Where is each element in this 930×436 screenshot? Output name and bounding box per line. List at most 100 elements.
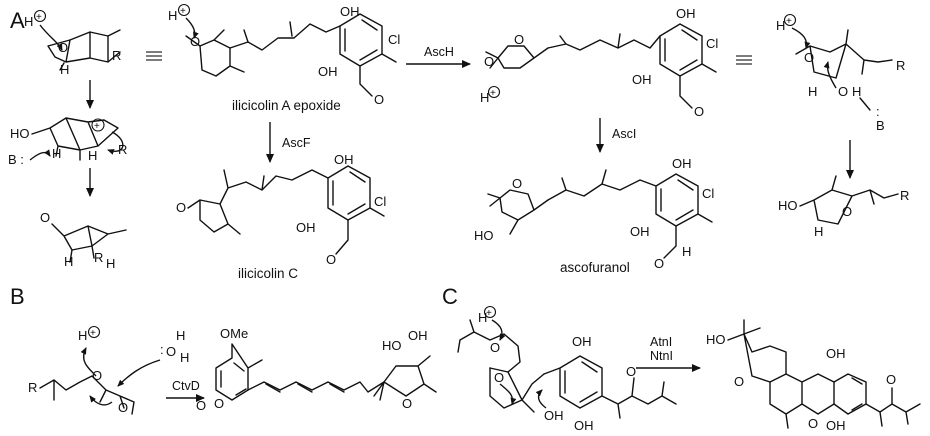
- equivalence-sign: [146, 51, 162, 61]
- hydroxyl-label: OH: [318, 64, 338, 79]
- ring-o: O: [512, 176, 522, 191]
- curved-arrow: [791, 27, 811, 49]
- plus-circle-icon: [33, 9, 47, 23]
- hydroxyl-label: OH: [296, 220, 316, 235]
- ketone-o: O: [40, 210, 50, 225]
- methoxy-label: OMe: [220, 326, 248, 341]
- plus-circle-icon: [483, 305, 497, 319]
- ketone-o: O: [886, 372, 896, 387]
- enzyme-label-asch: AscH: [424, 45, 454, 59]
- hydroxyl-label: HO: [474, 228, 494, 243]
- hydroxyl-label: OH: [334, 152, 354, 167]
- hydroxyl-label: OH: [574, 418, 594, 433]
- hydroxyl-label: OH: [408, 328, 428, 343]
- enzyme-label-ntni: NtnI: [650, 349, 673, 363]
- h-label: H: [180, 350, 189, 365]
- h-label: H: [852, 84, 861, 99]
- compound-name-ilicicolin-c: ilicicolin C: [238, 266, 298, 281]
- epoxide-o: O: [484, 54, 494, 69]
- curved-arrow: [39, 24, 63, 51]
- lactone-o: O: [214, 396, 224, 411]
- plus-circle-icon: [783, 13, 797, 27]
- hydroxyl-label: OH: [630, 224, 650, 239]
- proton-h: H: [168, 8, 177, 23]
- plus-sign: +: [786, 16, 792, 27]
- enzyme-label-ascf: AscF: [282, 136, 311, 150]
- substituent-r: R: [112, 48, 121, 63]
- plus-circle-icon: [177, 3, 191, 17]
- substituent-r: R: [118, 142, 127, 157]
- hydroxyl-o: O: [838, 84, 848, 99]
- proton-h: H: [478, 310, 487, 325]
- ketone-o: O: [176, 200, 186, 215]
- plus-circle-icon: [91, 118, 105, 132]
- curved-arrow: [185, 17, 199, 39]
- plus-sign: +: [180, 6, 186, 17]
- chlorine-label: Cl: [702, 186, 714, 201]
- panel-b-mechanism: H + : O H H R O O: [28, 325, 189, 415]
- curved-arrow: [491, 319, 506, 341]
- compound-name-ascofuranol: ascofuranol: [560, 260, 630, 275]
- chlorine-label: Cl: [374, 194, 386, 209]
- h-label: H: [682, 244, 691, 259]
- aldehyde-o: O: [654, 256, 664, 271]
- plus-sign: +: [90, 328, 96, 339]
- enzyme-label-atni: AtnI: [650, 335, 672, 349]
- curved-arrow: [117, 359, 161, 387]
- enzyme-label-asci: AscI: [612, 127, 636, 141]
- lone-pair: :: [876, 104, 880, 119]
- curved-arrow: [823, 61, 837, 89]
- carbocation-plus: +: [94, 121, 100, 132]
- curved-arrow: [499, 383, 517, 405]
- hydroxyl-label: OH: [826, 418, 846, 433]
- epoxide-o: O: [58, 40, 68, 55]
- hydroxyl-label: OH: [672, 156, 692, 171]
- epoxide-o: O: [490, 340, 500, 355]
- curved-arrow: [29, 149, 51, 161]
- chlorine-label: Cl: [388, 32, 400, 47]
- ilicicolin-a-epoxide-structure: H + O OH Cl OH O ilicicolin A epoxide: [168, 3, 400, 113]
- panel-label-a: A: [10, 8, 25, 33]
- hydroxyl-label: OH: [544, 408, 564, 423]
- substituent-r: R: [896, 58, 905, 73]
- hydroxyl-label: OH: [572, 334, 592, 349]
- hydroxyl-label: HO: [778, 198, 798, 213]
- h-label: H: [808, 84, 817, 99]
- curved-arrow: [107, 131, 124, 155]
- ilicicolin-c-structure: O OH Cl OH O ilicicolin C: [176, 152, 386, 281]
- panel-c-product-structure: HO O O OH OH O: [706, 319, 921, 433]
- h-label: H: [52, 146, 61, 161]
- tetrahydrofuran-intermediate-structure: O O H + OH Cl OH O: [480, 6, 718, 119]
- proton-h: H: [480, 90, 489, 105]
- ketone-o: O: [626, 364, 636, 379]
- ho-label: HO: [10, 126, 30, 141]
- panel-b-product-structure: OMe O O HO OH O: [196, 326, 437, 413]
- substituent-r: R: [900, 188, 909, 203]
- water-o: O: [166, 344, 176, 359]
- ring-o: O: [734, 374, 744, 389]
- panel-c-substrate-structure: H + O O OH OH OH O: [457, 305, 677, 433]
- enzyme-label-ctvd: CtvD: [172, 379, 200, 393]
- compound-name-ilicicolin-a-epoxide: ilicicolin A epoxide: [232, 98, 341, 113]
- hydroxyl-label: OH: [826, 346, 846, 361]
- base-label: B: [876, 118, 885, 133]
- aldehyde-o: O: [694, 104, 704, 119]
- aldehyde-o: O: [374, 92, 384, 107]
- hydroxyl-label: HO: [706, 332, 726, 347]
- h-label: H: [64, 254, 73, 269]
- plus-sign: +: [490, 88, 496, 99]
- h-label: H: [106, 256, 115, 271]
- epoxide-o: O: [92, 368, 102, 383]
- aldehyde-o: O: [326, 252, 336, 267]
- curved-arrow: [80, 347, 97, 377]
- chlorine-label: Cl: [706, 36, 718, 51]
- hydroxyl-label: HO: [382, 338, 402, 353]
- panel-label-c: C: [442, 284, 458, 309]
- curved-arrow: [535, 389, 547, 409]
- epoxide-o: O: [190, 34, 200, 49]
- ascofuranol-structure: O HO OH Cl OH O H ascofuranol: [474, 156, 714, 275]
- hydroxyl-label: OH: [340, 4, 360, 19]
- carbonyl-o: O: [196, 398, 206, 413]
- hydroxyl-label: OH: [676, 6, 696, 21]
